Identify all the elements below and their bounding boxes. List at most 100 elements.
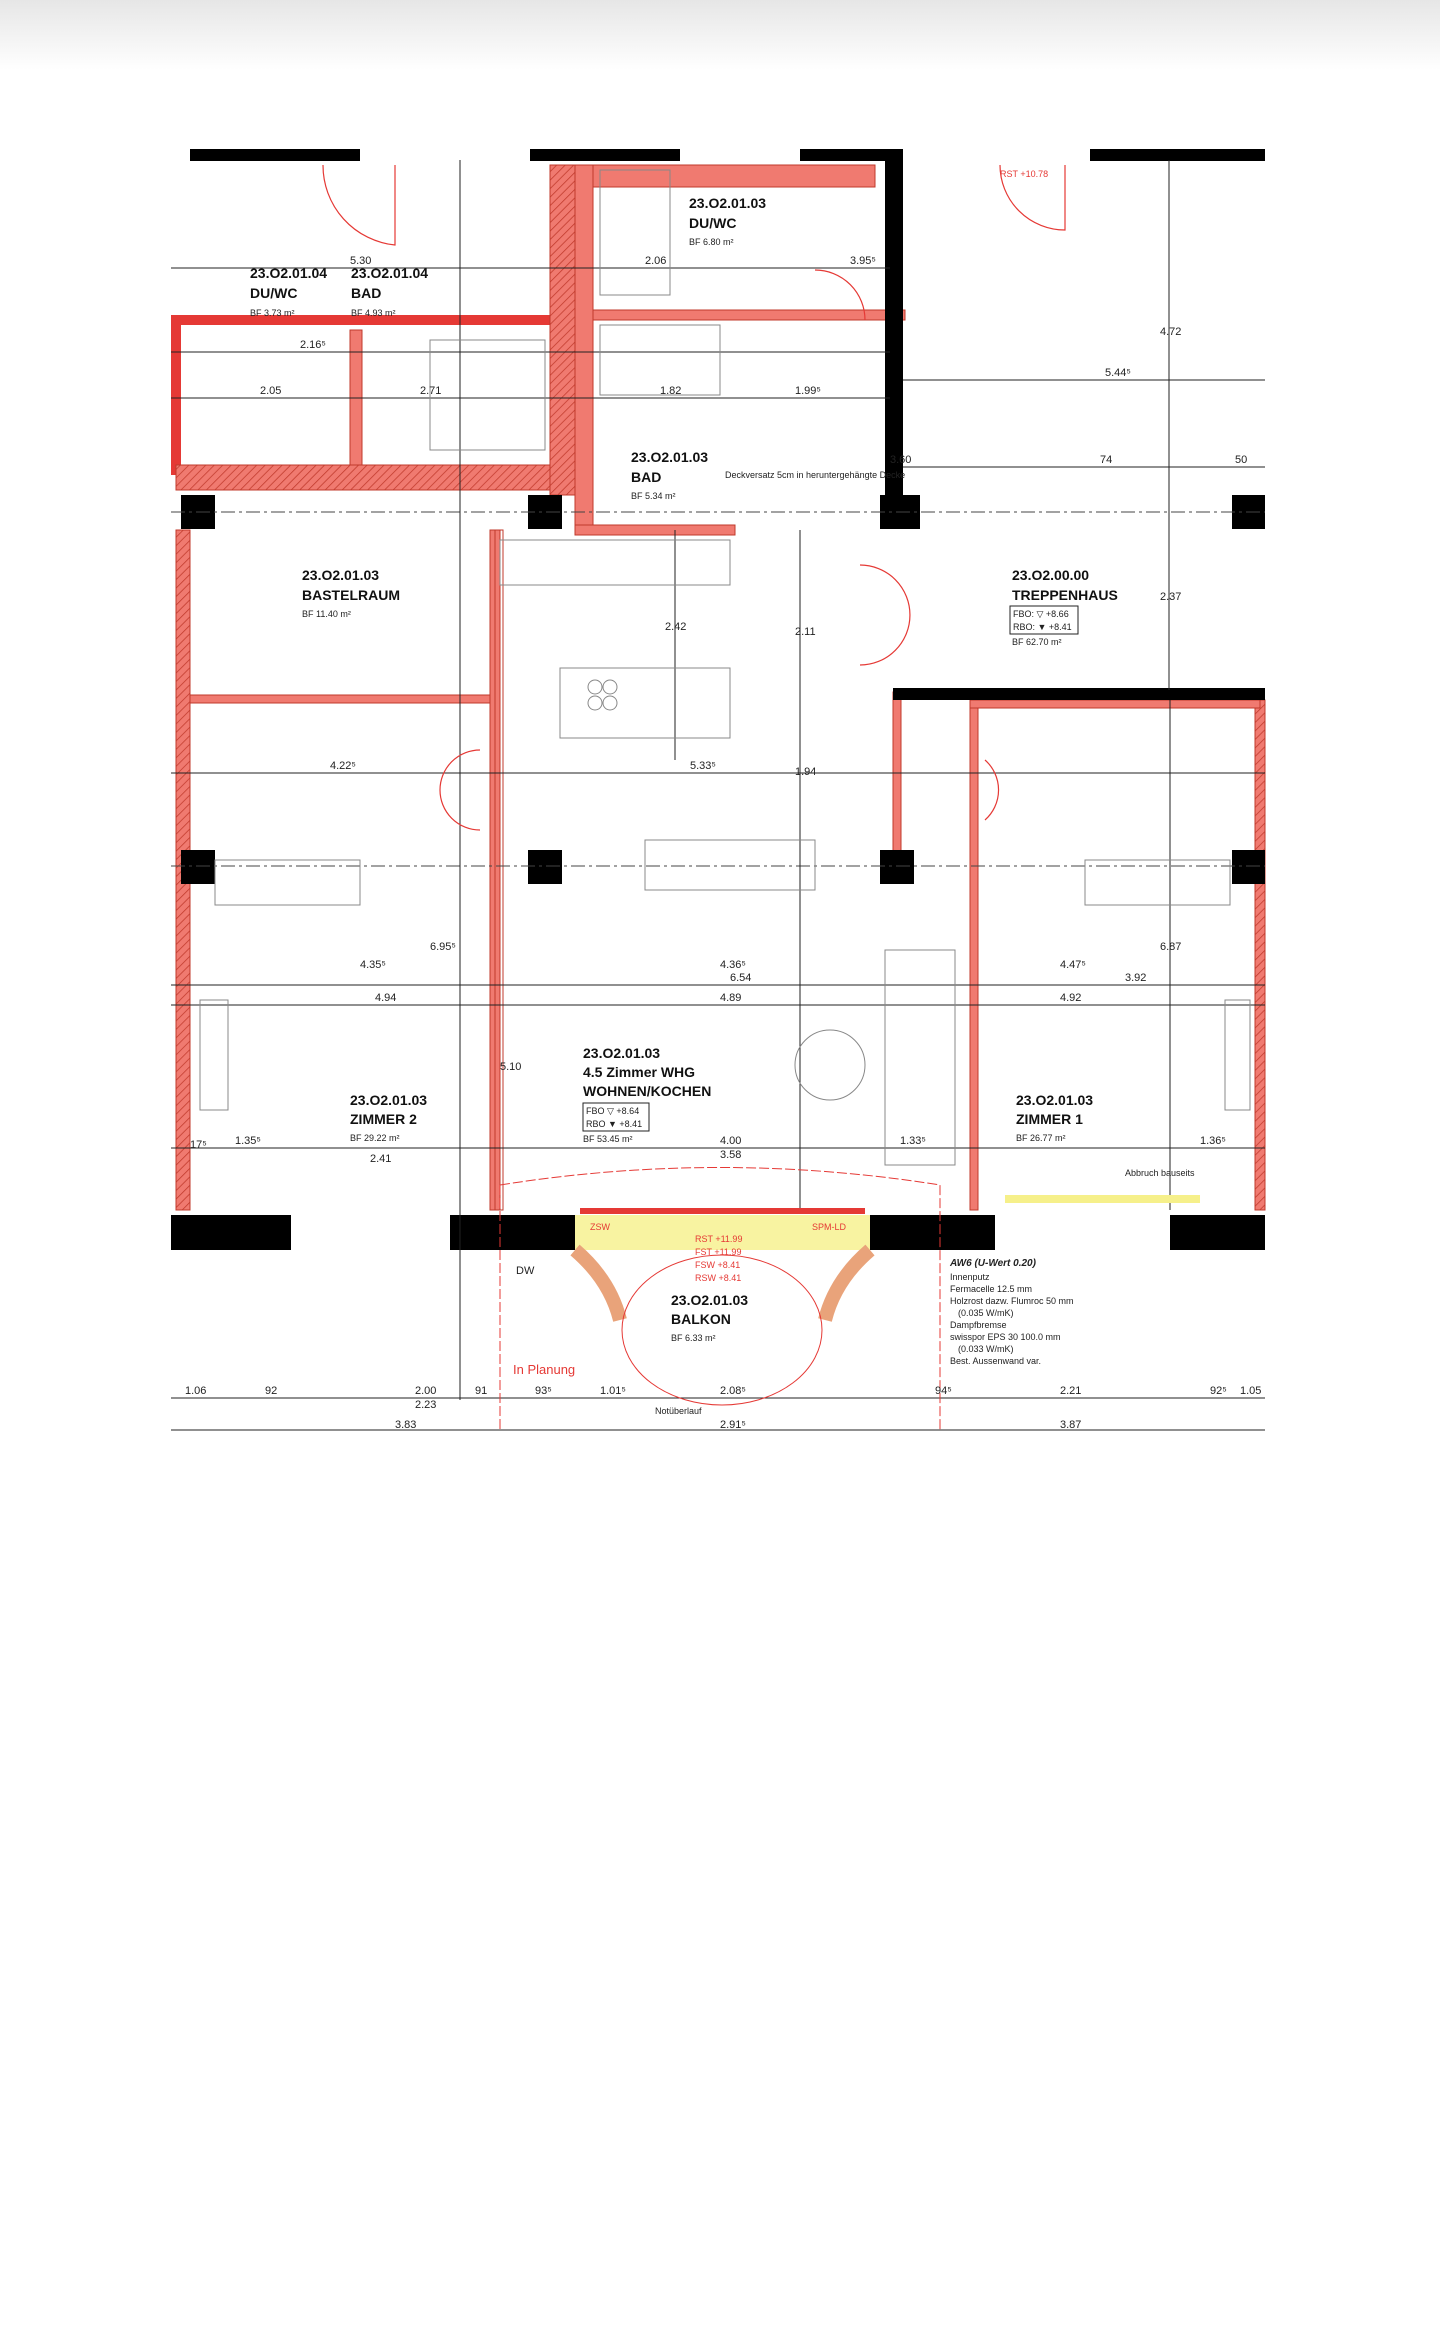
bed-right bbox=[1224, 999, 1251, 1111]
svg-text:DW: DW bbox=[516, 1265, 535, 1277]
svg-text:23.O2.01.03: 23.O2.01.03 bbox=[671, 1292, 748, 1308]
bathtub-2 bbox=[429, 339, 546, 451]
dimension-label: 2.06 bbox=[645, 255, 666, 267]
top-shadow bbox=[0, 0, 1440, 70]
wardrobe-right bbox=[1084, 859, 1231, 906]
dimension-label: 94⁵ bbox=[935, 1385, 952, 1397]
svg-text:Dampfbremse: Dampfbremse bbox=[950, 1320, 1007, 1330]
dimension-label: 1.94 bbox=[795, 766, 816, 778]
svg-text:ZIMMER 2: ZIMMER 2 bbox=[350, 1111, 417, 1127]
svg-text:23.O2.01.03: 23.O2.01.03 bbox=[1016, 1092, 1093, 1108]
svg-text:swisspor EPS 30 100.0 mm: swisspor EPS 30 100.0 mm bbox=[950, 1332, 1061, 1342]
svg-text:RST +11.99: RST +11.99 bbox=[695, 1234, 742, 1244]
svg-text:RSW +8.41: RSW +8.41 bbox=[695, 1273, 741, 1283]
dimension-label: 3.58 bbox=[720, 1149, 741, 1161]
svg-text:DU/WC: DU/WC bbox=[250, 285, 297, 301]
red-new-walls bbox=[171, 164, 1266, 1211]
dimension-label: 2.05 bbox=[260, 385, 281, 397]
svg-text:WOHNEN/KOCHEN: WOHNEN/KOCHEN bbox=[583, 1083, 711, 1099]
svg-text:23.O2.01.04: 23.O2.01.04 bbox=[250, 265, 327, 281]
svg-text:Best. Aussenwand var.: Best. Aussenwand var. bbox=[950, 1356, 1041, 1366]
dimension-label: 2.41 bbox=[370, 1153, 391, 1165]
dimension-label: 3.95⁵ bbox=[850, 255, 876, 267]
wall-construction-note: AW6 (U-Wert 0.20) Innenputz Fermacelle 1… bbox=[949, 1258, 1074, 1366]
shower bbox=[599, 169, 671, 296]
dimension-label: 2.00 bbox=[415, 1385, 436, 1397]
black-bearing-walls bbox=[171, 149, 1265, 1250]
dimension-label: 2.37 bbox=[1160, 591, 1181, 603]
dimension-label: 1.01⁵ bbox=[600, 1385, 626, 1397]
dimension-label: 2.91⁵ bbox=[720, 1419, 746, 1431]
dimension-label: 4.35⁵ bbox=[360, 959, 386, 971]
svg-text:BF 53.45 m²: BF 53.45 m² bbox=[583, 1134, 633, 1144]
bed-left bbox=[199, 999, 229, 1111]
dimension-label: 4.94 bbox=[375, 992, 396, 1004]
in-planung-note: In Planung bbox=[513, 1362, 575, 1377]
dimension-label: 74 bbox=[1100, 454, 1112, 466]
axis-lines bbox=[171, 511, 1265, 867]
dimension-label: 1.33⁵ bbox=[900, 1135, 926, 1147]
dimension-label: 1.36⁵ bbox=[1200, 1135, 1226, 1147]
dimension-label: 1.35⁵ bbox=[235, 1135, 261, 1147]
dimension-label: 1.05 bbox=[1240, 1385, 1261, 1397]
dimension-label: 5.30 bbox=[350, 255, 371, 267]
dimension-label: 3.92 bbox=[1125, 972, 1146, 984]
svg-text:BASTELRAUM: BASTELRAUM bbox=[302, 587, 400, 603]
dimension-label: 5.44⁵ bbox=[1105, 367, 1131, 379]
dimension-label: 1.06 bbox=[185, 1385, 206, 1397]
dimension-label: 5.10 bbox=[500, 1061, 521, 1073]
dimension-label: 92 bbox=[265, 1385, 277, 1397]
kitchen-counter bbox=[499, 539, 731, 586]
wardrobe-left bbox=[214, 859, 361, 906]
svg-text:TREPPENHAUS: TREPPENHAUS bbox=[1012, 587, 1118, 603]
dimension-label: 2.11 bbox=[795, 626, 816, 638]
dimension-label: 3.60 bbox=[890, 454, 911, 466]
svg-text:BF 26.77 m²: BF 26.77 m² bbox=[1016, 1133, 1066, 1143]
svg-text:23.O2.01.03: 23.O2.01.03 bbox=[583, 1045, 660, 1061]
svg-text:DU/WC: DU/WC bbox=[689, 215, 736, 231]
dimension-label: 2.71 bbox=[420, 385, 441, 397]
annotations: RST +10.78 Deckversatz 5cm in herunterge… bbox=[513, 169, 1195, 1416]
dimension-label: 17⁵ bbox=[190, 1139, 207, 1151]
dimension-label: 6.95⁵ bbox=[430, 941, 456, 953]
svg-text:AW6 (U-Wert 0.20): AW6 (U-Wert 0.20) bbox=[949, 1258, 1037, 1269]
dimension-label: 4.47⁵ bbox=[1060, 959, 1086, 971]
dimension-label: 2.23 bbox=[415, 1399, 436, 1411]
dimension-label: 6.54 bbox=[730, 972, 751, 984]
svg-text:BAD: BAD bbox=[631, 469, 661, 485]
dimension-label: 2.16⁵ bbox=[300, 339, 326, 351]
dimension-label: 4.72 bbox=[1160, 326, 1181, 338]
dimension-label: 6.87 bbox=[1160, 941, 1181, 953]
svg-text:23.O2.01.03: 23.O2.01.03 bbox=[350, 1092, 427, 1108]
svg-text:23.O2.01.03: 23.O2.01.03 bbox=[302, 567, 379, 583]
svg-text:23.O2.00.00: 23.O2.00.00 bbox=[1012, 567, 1089, 583]
bathtub bbox=[599, 324, 721, 396]
dimension-label: 3.87 bbox=[1060, 1419, 1081, 1431]
dimension-label: 1.99⁵ bbox=[795, 385, 821, 397]
dimension-label: 4.92 bbox=[1060, 992, 1081, 1004]
dimension-label: 5.33⁵ bbox=[690, 760, 716, 772]
svg-text:RST +10.78: RST +10.78 bbox=[1000, 169, 1048, 179]
svg-text:(0.033 W/mK): (0.033 W/mK) bbox=[958, 1344, 1014, 1354]
dimension-label: 2.08⁵ bbox=[720, 1385, 746, 1397]
svg-text:23.O2.01.04: 23.O2.01.04 bbox=[351, 265, 428, 281]
dimension-label: 50 bbox=[1235, 454, 1247, 466]
dimension-label: 3.83 bbox=[395, 1419, 416, 1431]
svg-text:Abbruch bauseits: Abbruch bauseits bbox=[1125, 1168, 1195, 1178]
svg-text:ZIMMER 1: ZIMMER 1 bbox=[1016, 1111, 1083, 1127]
dimension-label: 4.00 bbox=[720, 1135, 741, 1147]
svg-text:BAD: BAD bbox=[351, 285, 381, 301]
dimension-label: 2.21 bbox=[1060, 1385, 1081, 1397]
svg-text:FBO ▽ +8.64: FBO ▽ +8.64 bbox=[586, 1106, 639, 1116]
